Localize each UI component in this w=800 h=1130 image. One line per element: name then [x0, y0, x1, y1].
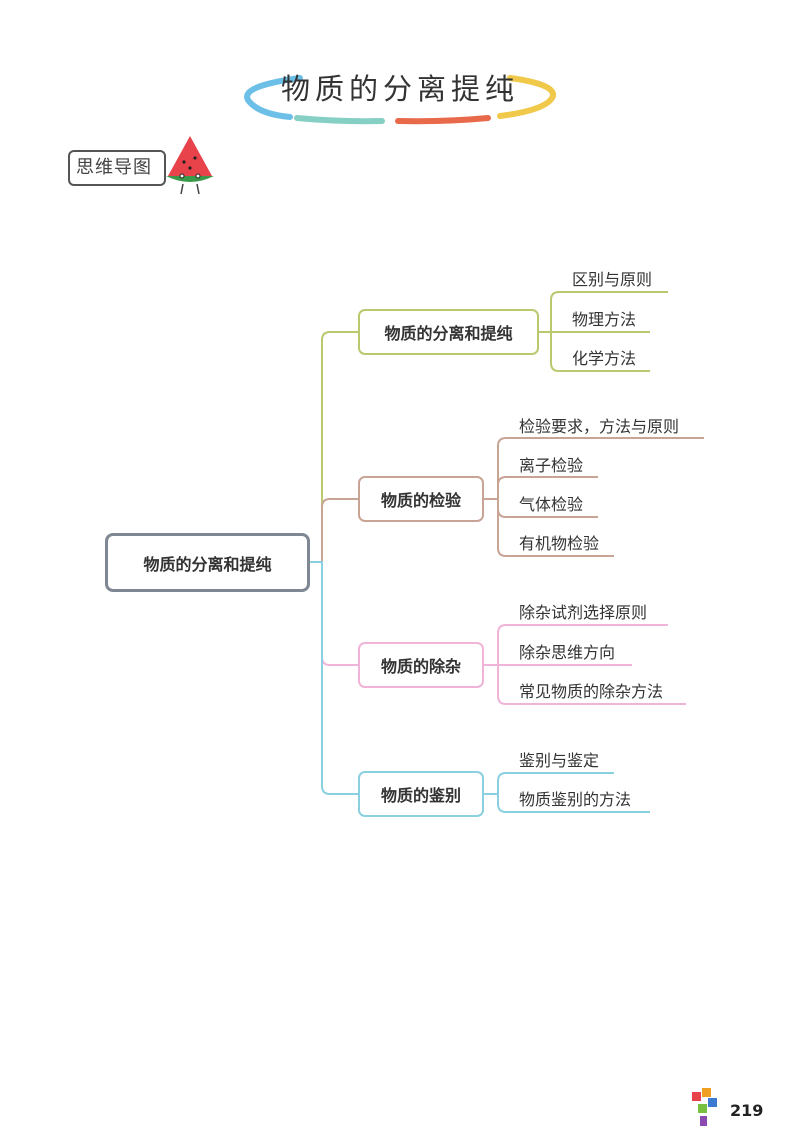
publisher-logo-icon	[692, 1088, 717, 1126]
connector-branch-0-leaf-0	[550, 291, 668, 332]
title-arc-teal	[294, 115, 385, 125]
connector-branch-3-leaf-1	[497, 794, 650, 813]
connector-root-branch-1	[321, 498, 358, 562]
watermelon-mascot-icon	[166, 136, 214, 195]
leaf-label: 物理方法	[572, 310, 637, 329]
connector-branch-1-leaf-3	[497, 499, 614, 557]
connector-branch-1-leaf-1	[497, 476, 598, 499]
title-decoration	[244, 75, 556, 125]
leaf-label: 气体检验	[519, 495, 584, 514]
page-number: 219	[730, 1101, 764, 1120]
branch-node-identification: 物质的鉴别	[358, 771, 484, 817]
branch-node-impurity-removal: 物质的除杂	[358, 642, 484, 688]
connector-root-branch-2	[321, 562, 358, 666]
connector-branch-3-leaf-0	[497, 772, 614, 794]
leaf-label: 化学方法	[572, 349, 637, 368]
leaf-label: 离子检验	[519, 456, 584, 475]
leaf-label: 鉴别与鉴定	[519, 751, 600, 770]
branch-node-inspection: 物质的检验	[358, 476, 484, 522]
page-title: 物质的分离提纯	[280, 72, 519, 106]
connector-root-branch-3	[310, 561, 358, 795]
title-arc-yellow	[497, 75, 556, 119]
connector-branch-0-leaf-2	[550, 332, 650, 372]
leaf-label: 除杂思维方向	[519, 643, 616, 662]
connector-branch-2-leaf-0	[497, 624, 668, 665]
leaf-label: 除杂试剂选择原则	[519, 603, 648, 622]
title-arc-blue	[244, 75, 303, 120]
section-label: 思维导图	[68, 150, 166, 186]
leaf-label: 区别与原则	[572, 270, 653, 289]
title-arc-red	[395, 115, 491, 125]
leaf-label: 物质鉴别的方法	[519, 790, 632, 809]
connector-root-branch-0	[310, 331, 358, 563]
leaf-label: 检验要求，方法与原则	[519, 417, 680, 436]
branch-node-separation: 物质的分离和提纯	[358, 309, 539, 355]
mindmap-root-node: 物质的分离和提纯	[105, 533, 310, 592]
leaf-label: 常见物质的除杂方法	[519, 682, 664, 701]
connector-branch-1-leaf-0	[497, 437, 704, 499]
connector-branch-2-leaf-2	[497, 665, 686, 705]
leaf-label: 有机物检验	[519, 534, 600, 553]
